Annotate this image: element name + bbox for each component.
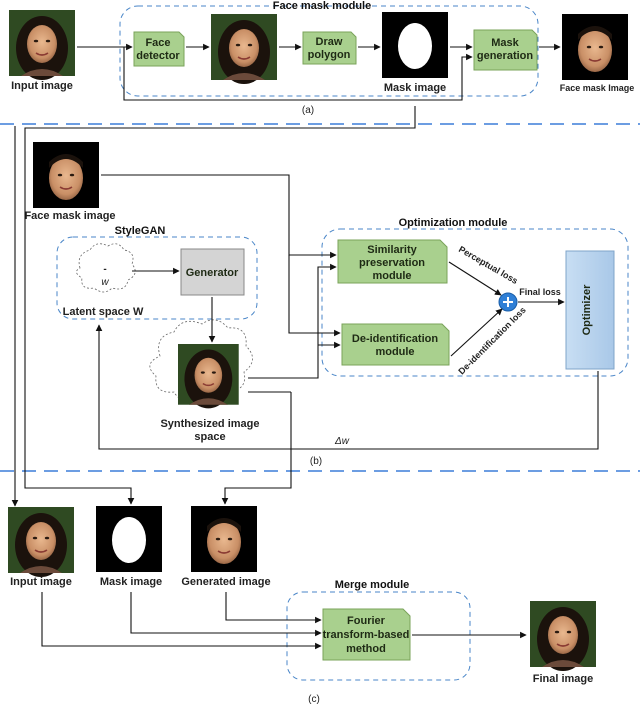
generator-label: Generator [186, 267, 239, 279]
mask-generation-line2: generation [477, 50, 534, 62]
latent-cloud [76, 243, 136, 293]
draw-polygon-line2: polygon [308, 49, 351, 61]
mask-image-label-c: Mask image [100, 576, 162, 588]
arrow-deid-to-sum [450, 308, 503, 357]
synth-label-2: space [194, 431, 225, 443]
caption-a: (a) [302, 105, 314, 116]
arrow-mask-to-fourier [130, 592, 322, 637]
optimizer-box [565, 250, 615, 370]
arrow-synth-down-to-generated [221, 392, 292, 505]
face-mask-image-a [561, 13, 629, 81]
generated-image-c [190, 505, 258, 573]
synthesized-face [177, 343, 240, 410]
delta-w-label: Δw [334, 436, 350, 447]
arrow-generated-to-fourier [225, 592, 322, 624]
face-mask-module-title: Face mask module [273, 0, 371, 12]
similarity-line2: preservation [359, 257, 425, 269]
arrow-synth-to-similarity [248, 263, 337, 379]
latent-space-label: Latent space W [63, 306, 144, 318]
arrow-mask-down-to-c [24, 106, 416, 505]
stylegan-frame [56, 236, 258, 320]
synth-label-1: Synthesized image [160, 418, 259, 430]
fourier-box [322, 608, 411, 661]
fourier-line1: Fourier [347, 615, 386, 627]
input-image-label-c: Input image [10, 576, 72, 588]
final-image-label: Final image [533, 673, 594, 685]
arrow-optimizer-feedback [95, 324, 599, 450]
optimization-module-frame [321, 228, 629, 377]
deid-box [341, 323, 450, 366]
deid-line2: module [375, 346, 414, 358]
arrow-facemask-to-deid [288, 255, 341, 337]
face-mask-label-a: Face mask Image [560, 83, 635, 93]
mask-generation-line1: Mask [491, 37, 519, 49]
merge-module-title: Merge module [335, 579, 410, 591]
input-image-label-a: Input image [11, 80, 73, 92]
face-detector-line2: detector [136, 50, 180, 62]
mask-image-label-a: Mask image [384, 82, 446, 94]
input-image-c [7, 506, 75, 578]
optimizer-label: Optimizer [581, 284, 593, 335]
detected-face-image [210, 13, 278, 85]
mask-image-a [382, 12, 448, 78]
face-mask-image-b [32, 141, 100, 209]
face-mask-module-frame [119, 5, 539, 97]
draw-polygon-line1: Draw [316, 36, 343, 48]
arrow-input-bypass-to-generation [123, 47, 473, 101]
similarity-box [337, 239, 448, 284]
generator-box [180, 248, 245, 296]
latent-symbol: w [101, 277, 109, 288]
arrow-facemask-to-similarity [101, 174, 337, 259]
perceptual-loss-label: Perceptual loss [457, 244, 520, 286]
mask-image-c [96, 506, 162, 572]
optimization-module-title: Optimization module [399, 217, 508, 229]
face-mask-label-b: Face mask image [24, 210, 115, 222]
fourier-line2: transform-based [323, 629, 410, 641]
sum-plus-icon [503, 297, 513, 307]
face-detector-line1: Face [145, 37, 170, 49]
mask-generation-box [473, 29, 538, 71]
final-image [529, 600, 597, 672]
merge-module-frame [286, 591, 471, 681]
caption-c: (c) [308, 694, 320, 705]
arrow-input-to-fourier [41, 592, 322, 650]
face-detector-box [133, 31, 185, 67]
caption-b: (b) [310, 456, 322, 467]
generated-image-label-c: Generated image [181, 576, 270, 588]
arrow-similarity-to-sum [448, 261, 502, 296]
draw-polygon-box [302, 31, 357, 65]
deid-line1: De-identification [352, 333, 438, 345]
similarity-line3: module [372, 270, 411, 282]
input-image-a [8, 9, 76, 81]
similarity-line1: Similarity [367, 244, 417, 256]
fourier-line3: method [346, 643, 386, 655]
svg-text:-: - [103, 264, 106, 275]
stylegan-title: StyleGAN [115, 225, 166, 237]
final-loss-label: Final loss [519, 287, 561, 297]
